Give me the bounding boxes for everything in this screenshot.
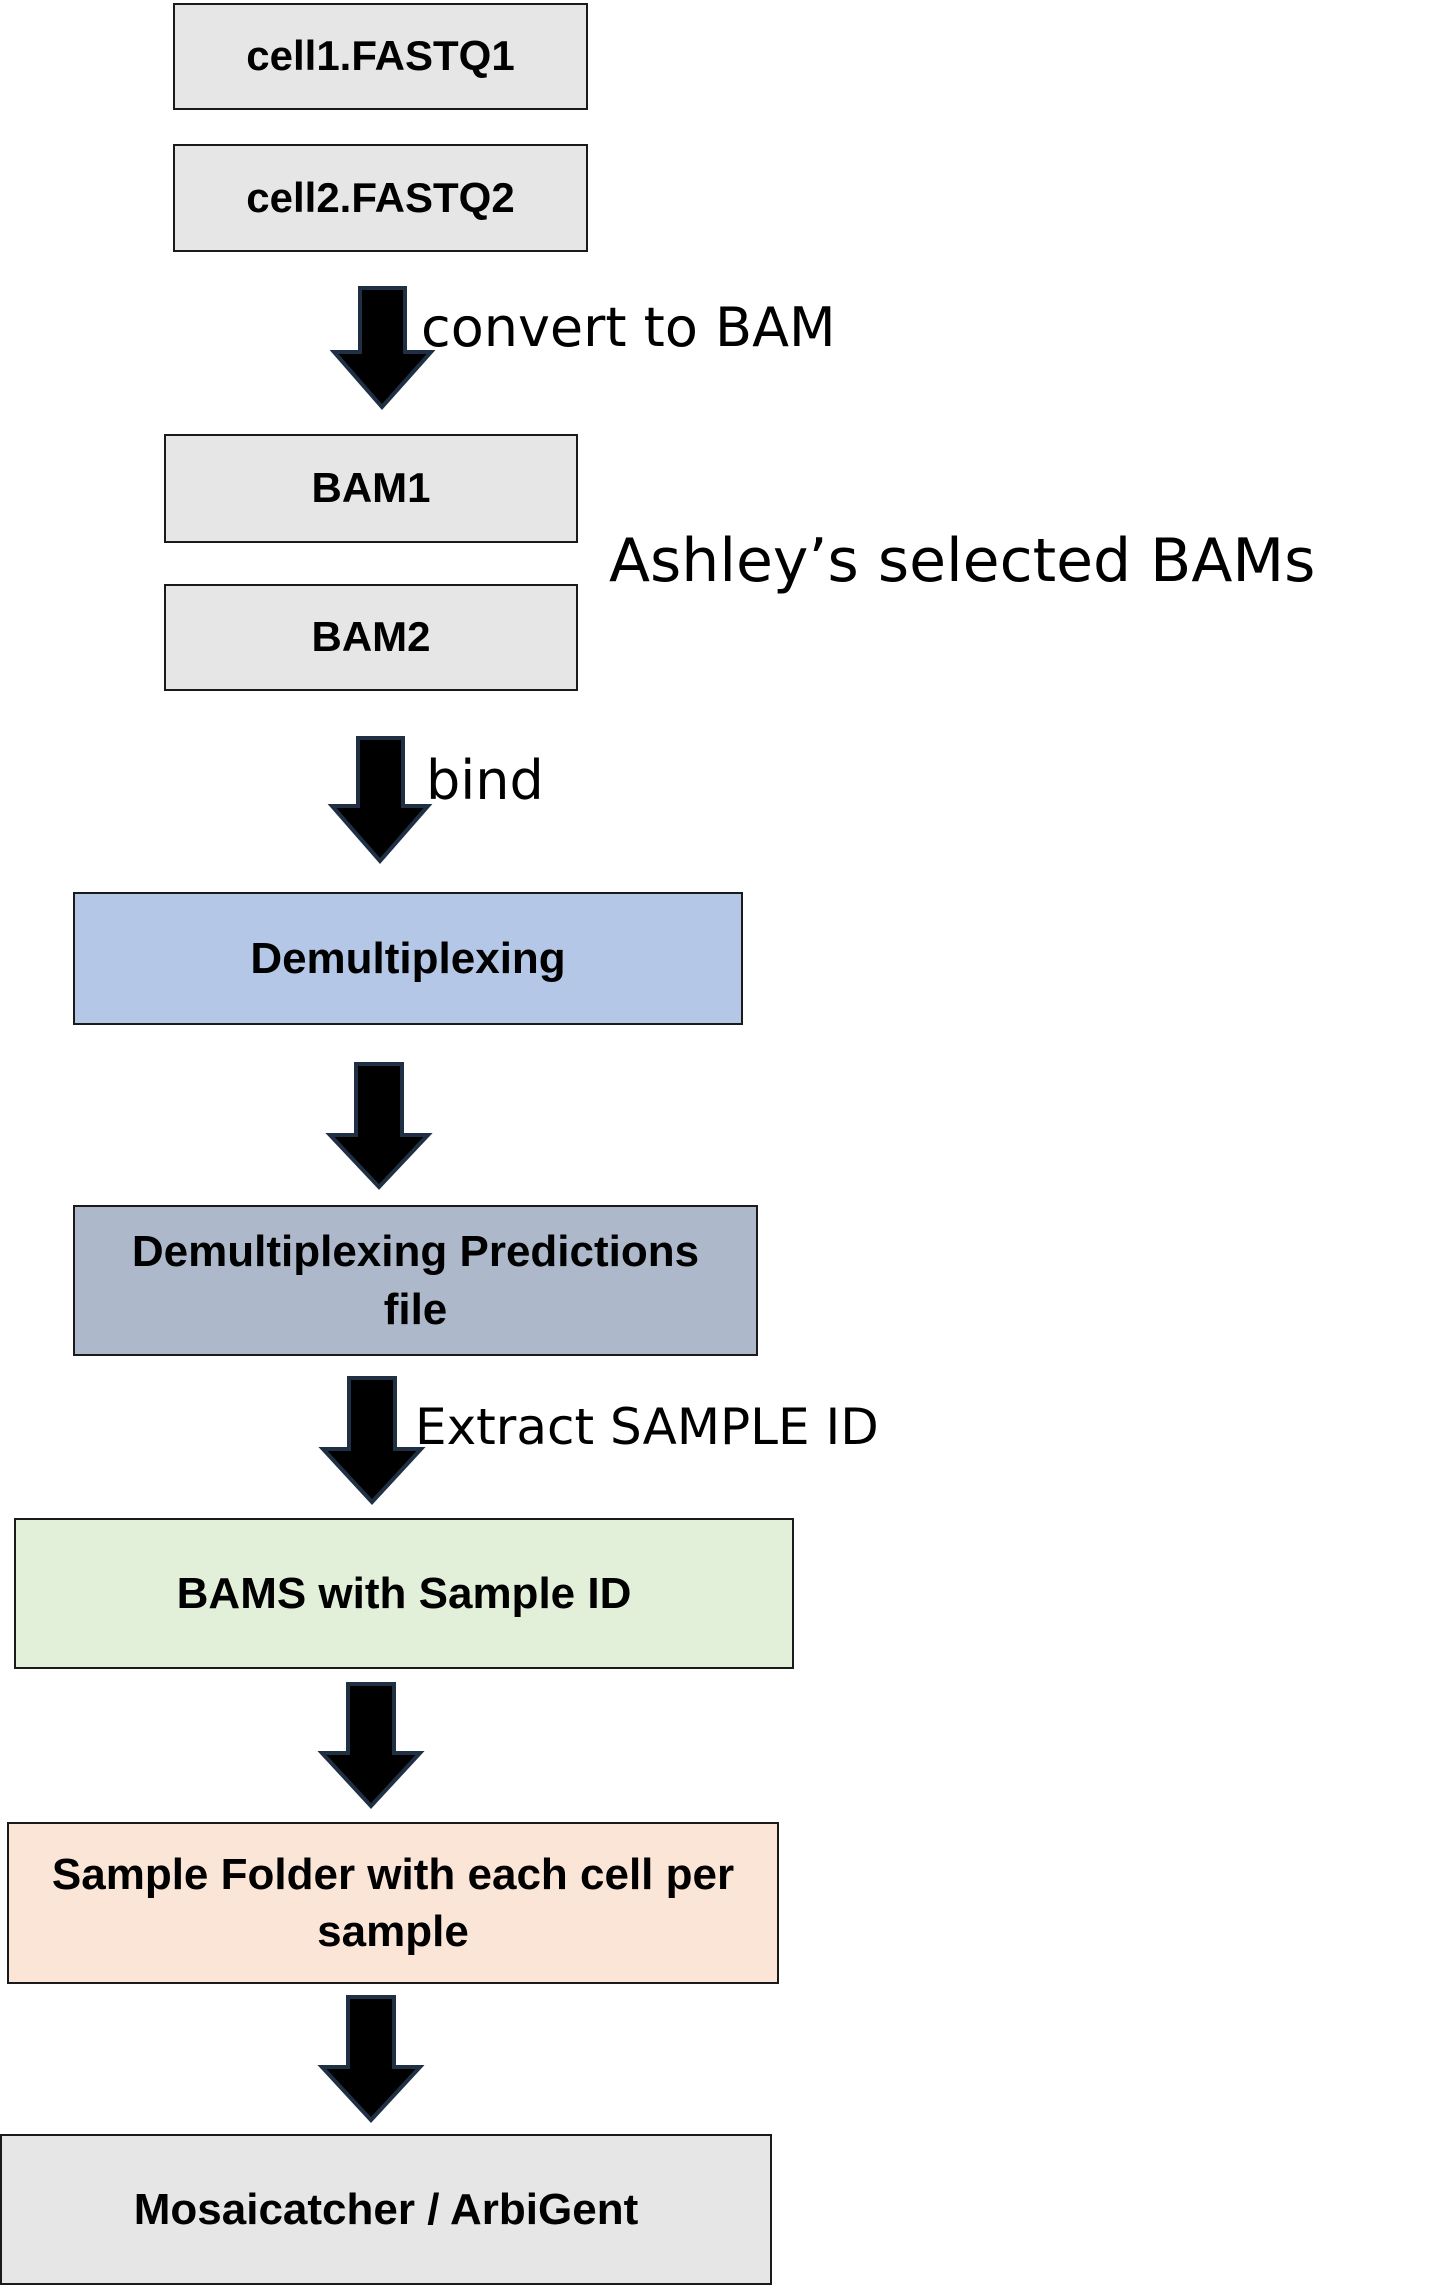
convert-label: convert to BAM <box>421 296 836 359</box>
bams-sample-id-label: BAMS with Sample ID <box>176 1568 632 1618</box>
arrow-down-icon <box>317 1682 425 1809</box>
arrow-down-icon <box>327 736 433 865</box>
selected-bams-label: Ashley’s selected BAMs <box>609 526 1316 596</box>
predictions-box: Demultiplexing Predictions file <box>73 1205 758 1356</box>
extract-label: Extract SAMPLE ID <box>415 1398 879 1456</box>
demultiplexing-label: Demultiplexing <box>250 933 566 983</box>
fastq1-box: cell1.FASTQ1 <box>173 3 588 110</box>
final-tools-label: Mosaicatcher / ArbiGent <box>133 2184 639 2234</box>
bams-sample-id-box: BAMS with Sample ID <box>14 1518 794 1669</box>
bam1-box: BAM1 <box>164 434 578 543</box>
fastq1-label: cell1.FASTQ1 <box>246 32 515 80</box>
sample-folder-box: Sample Folder with each cell per sample <box>7 1822 779 1984</box>
bam2-box: BAM2 <box>164 584 578 691</box>
arrow-down-icon <box>318 1376 426 1505</box>
bind-label: bind <box>426 749 544 812</box>
bam2-label: BAM2 <box>311 613 431 661</box>
demultiplexing-box: Demultiplexing <box>73 892 743 1025</box>
sample-folder-label: Sample Folder with each cell per sample <box>51 1849 735 1956</box>
arrow-down-icon <box>325 1062 433 1190</box>
fastq2-label: cell2.FASTQ2 <box>246 173 515 221</box>
arrow-down-icon <box>329 286 436 411</box>
predictions-label: Demultiplexing Predictions file <box>131 1227 700 1334</box>
fastq2-box: cell2.FASTQ2 <box>173 144 588 252</box>
arrow-down-icon <box>317 1995 425 2123</box>
final-tools-box: Mosaicatcher / ArbiGent <box>0 2134 772 2285</box>
bam1-label: BAM1 <box>311 464 431 512</box>
